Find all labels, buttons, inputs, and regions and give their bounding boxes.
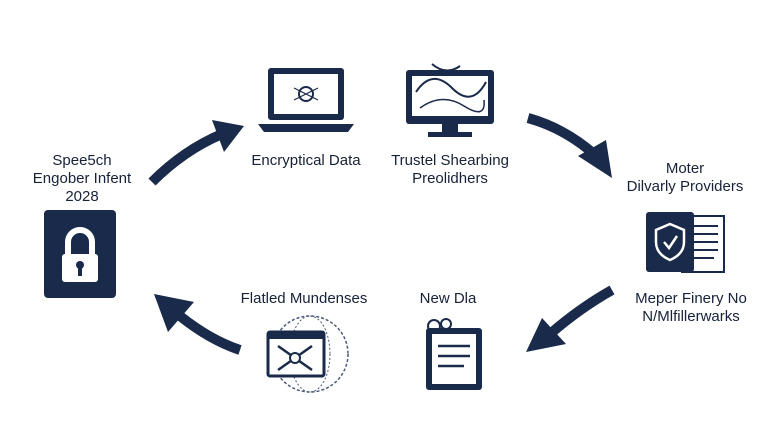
- top-right-node-line2: Preolidhers: [412, 170, 488, 187]
- bottom-right-node-line2: N/Mlfillerwarks: [642, 308, 740, 325]
- left-node-line3: 2028: [65, 188, 99, 205]
- document-icon: [420, 318, 488, 394]
- bottom-right-node-line1: Meper Finery No: [635, 290, 747, 307]
- right-node-line1: Moter: [665, 160, 705, 177]
- right-node-line2: Dilvarly Providers: [626, 178, 744, 195]
- padlock-icon: [44, 210, 116, 298]
- arrow-down-left-icon: [520, 285, 616, 360]
- top-right-node-line1: Trustel Shearbing: [391, 152, 509, 169]
- bottom-left-node-label: Flatled Mundenses: [240, 290, 368, 307]
- bottom-mid-node-label: New Dla: [419, 290, 477, 307]
- top-right-node-label: Trustel Shearbing Preolidhers: [380, 152, 520, 188]
- laptop-icon: [258, 66, 354, 136]
- left-node-line2: Engober Infent: [32, 170, 132, 187]
- top-left-node-label: Encryptical Data: [251, 152, 361, 169]
- bottom-right-node-title: Meper Finery No N/Mlfillerwarks: [618, 290, 764, 326]
- left-node-line1: Spee5ch: [52, 152, 112, 169]
- right-node-title: Moter Dilvarly Providers: [610, 160, 760, 196]
- left-node-title: Spee5ch Engober Infent 2028: [22, 152, 142, 206]
- arrow-up-right-icon: [148, 120, 248, 190]
- arrow-up-left-icon: [150, 288, 246, 358]
- monitor-icon: [402, 62, 498, 140]
- network-globe-icon: [262, 312, 354, 394]
- arrow-down-right-icon: [524, 110, 620, 184]
- shield-document-icon: [644, 208, 728, 276]
